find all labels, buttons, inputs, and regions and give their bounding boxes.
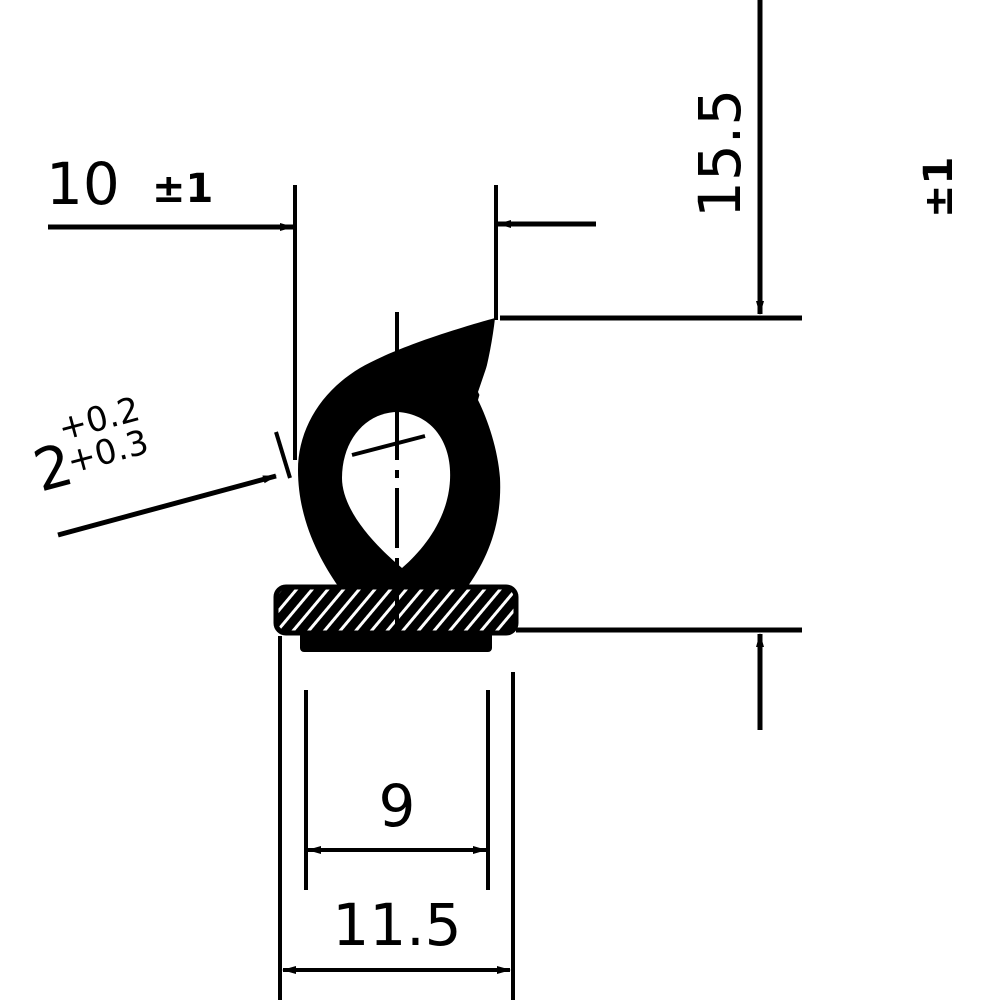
total-height-value: 15.5 bbox=[686, 89, 754, 218]
opening-width-value: 10 bbox=[46, 150, 120, 218]
dim-total-height: 15.5 ±1 bbox=[500, 0, 962, 730]
seal-profile bbox=[298, 318, 501, 586]
base-foot bbox=[300, 632, 492, 652]
lip-notch bbox=[478, 345, 494, 425]
wall-thickness-leader-inner bbox=[351, 434, 426, 457]
outer-base-width-value: 11.5 bbox=[332, 891, 461, 959]
opening-width-tolerance: ±1 bbox=[152, 166, 213, 212]
dim-wall-thickness: 2 +0.2 +0.3 bbox=[27, 389, 292, 538]
dim-outer-base-width: 11.5 bbox=[278, 636, 515, 1000]
dim-inner-base-width: 9 bbox=[304, 690, 490, 890]
total-height-tolerance: ±1 bbox=[916, 157, 962, 218]
inner-base-width-value: 9 bbox=[379, 772, 416, 840]
dim-opening-width: 10 ±1 bbox=[46, 150, 596, 460]
